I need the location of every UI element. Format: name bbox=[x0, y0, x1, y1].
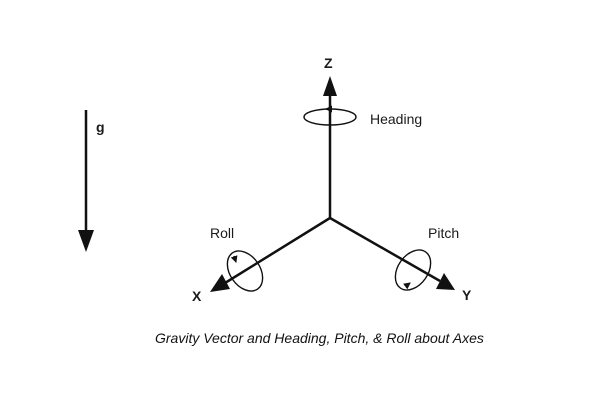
z-axis-label: Z bbox=[324, 55, 333, 71]
z-axis-arrowhead bbox=[323, 76, 337, 96]
roll-rotation: Roll bbox=[210, 225, 264, 292]
x-axis-line bbox=[224, 216, 331, 285]
x-axis-label: X bbox=[192, 288, 202, 304]
x-axis-arrowhead bbox=[210, 274, 230, 292]
heading-rotation: Heading bbox=[303, 105, 422, 127]
x-axis: X bbox=[192, 216, 331, 304]
pitch-label: Pitch bbox=[428, 225, 459, 241]
pitch-rotation: Pitch bbox=[394, 225, 459, 291]
z-axis: Z bbox=[323, 55, 337, 218]
pitch-rotation-arrow bbox=[394, 249, 432, 291]
diagram-caption: Gravity Vector and Heading, Pitch, & Rol… bbox=[155, 330, 484, 346]
heading-label: Heading bbox=[370, 111, 422, 127]
y-axis-line bbox=[329, 216, 441, 283]
gravity-label: g bbox=[96, 119, 105, 135]
roll-label: Roll bbox=[210, 225, 234, 241]
gravity-vector: g bbox=[78, 110, 105, 252]
gravity-arrow-head bbox=[78, 230, 94, 252]
y-axis-arrowhead bbox=[436, 273, 455, 290]
y-axis: Y bbox=[329, 216, 472, 303]
roll-rotation-arrow bbox=[226, 250, 264, 292]
y-axis-label: Y bbox=[462, 287, 472, 303]
